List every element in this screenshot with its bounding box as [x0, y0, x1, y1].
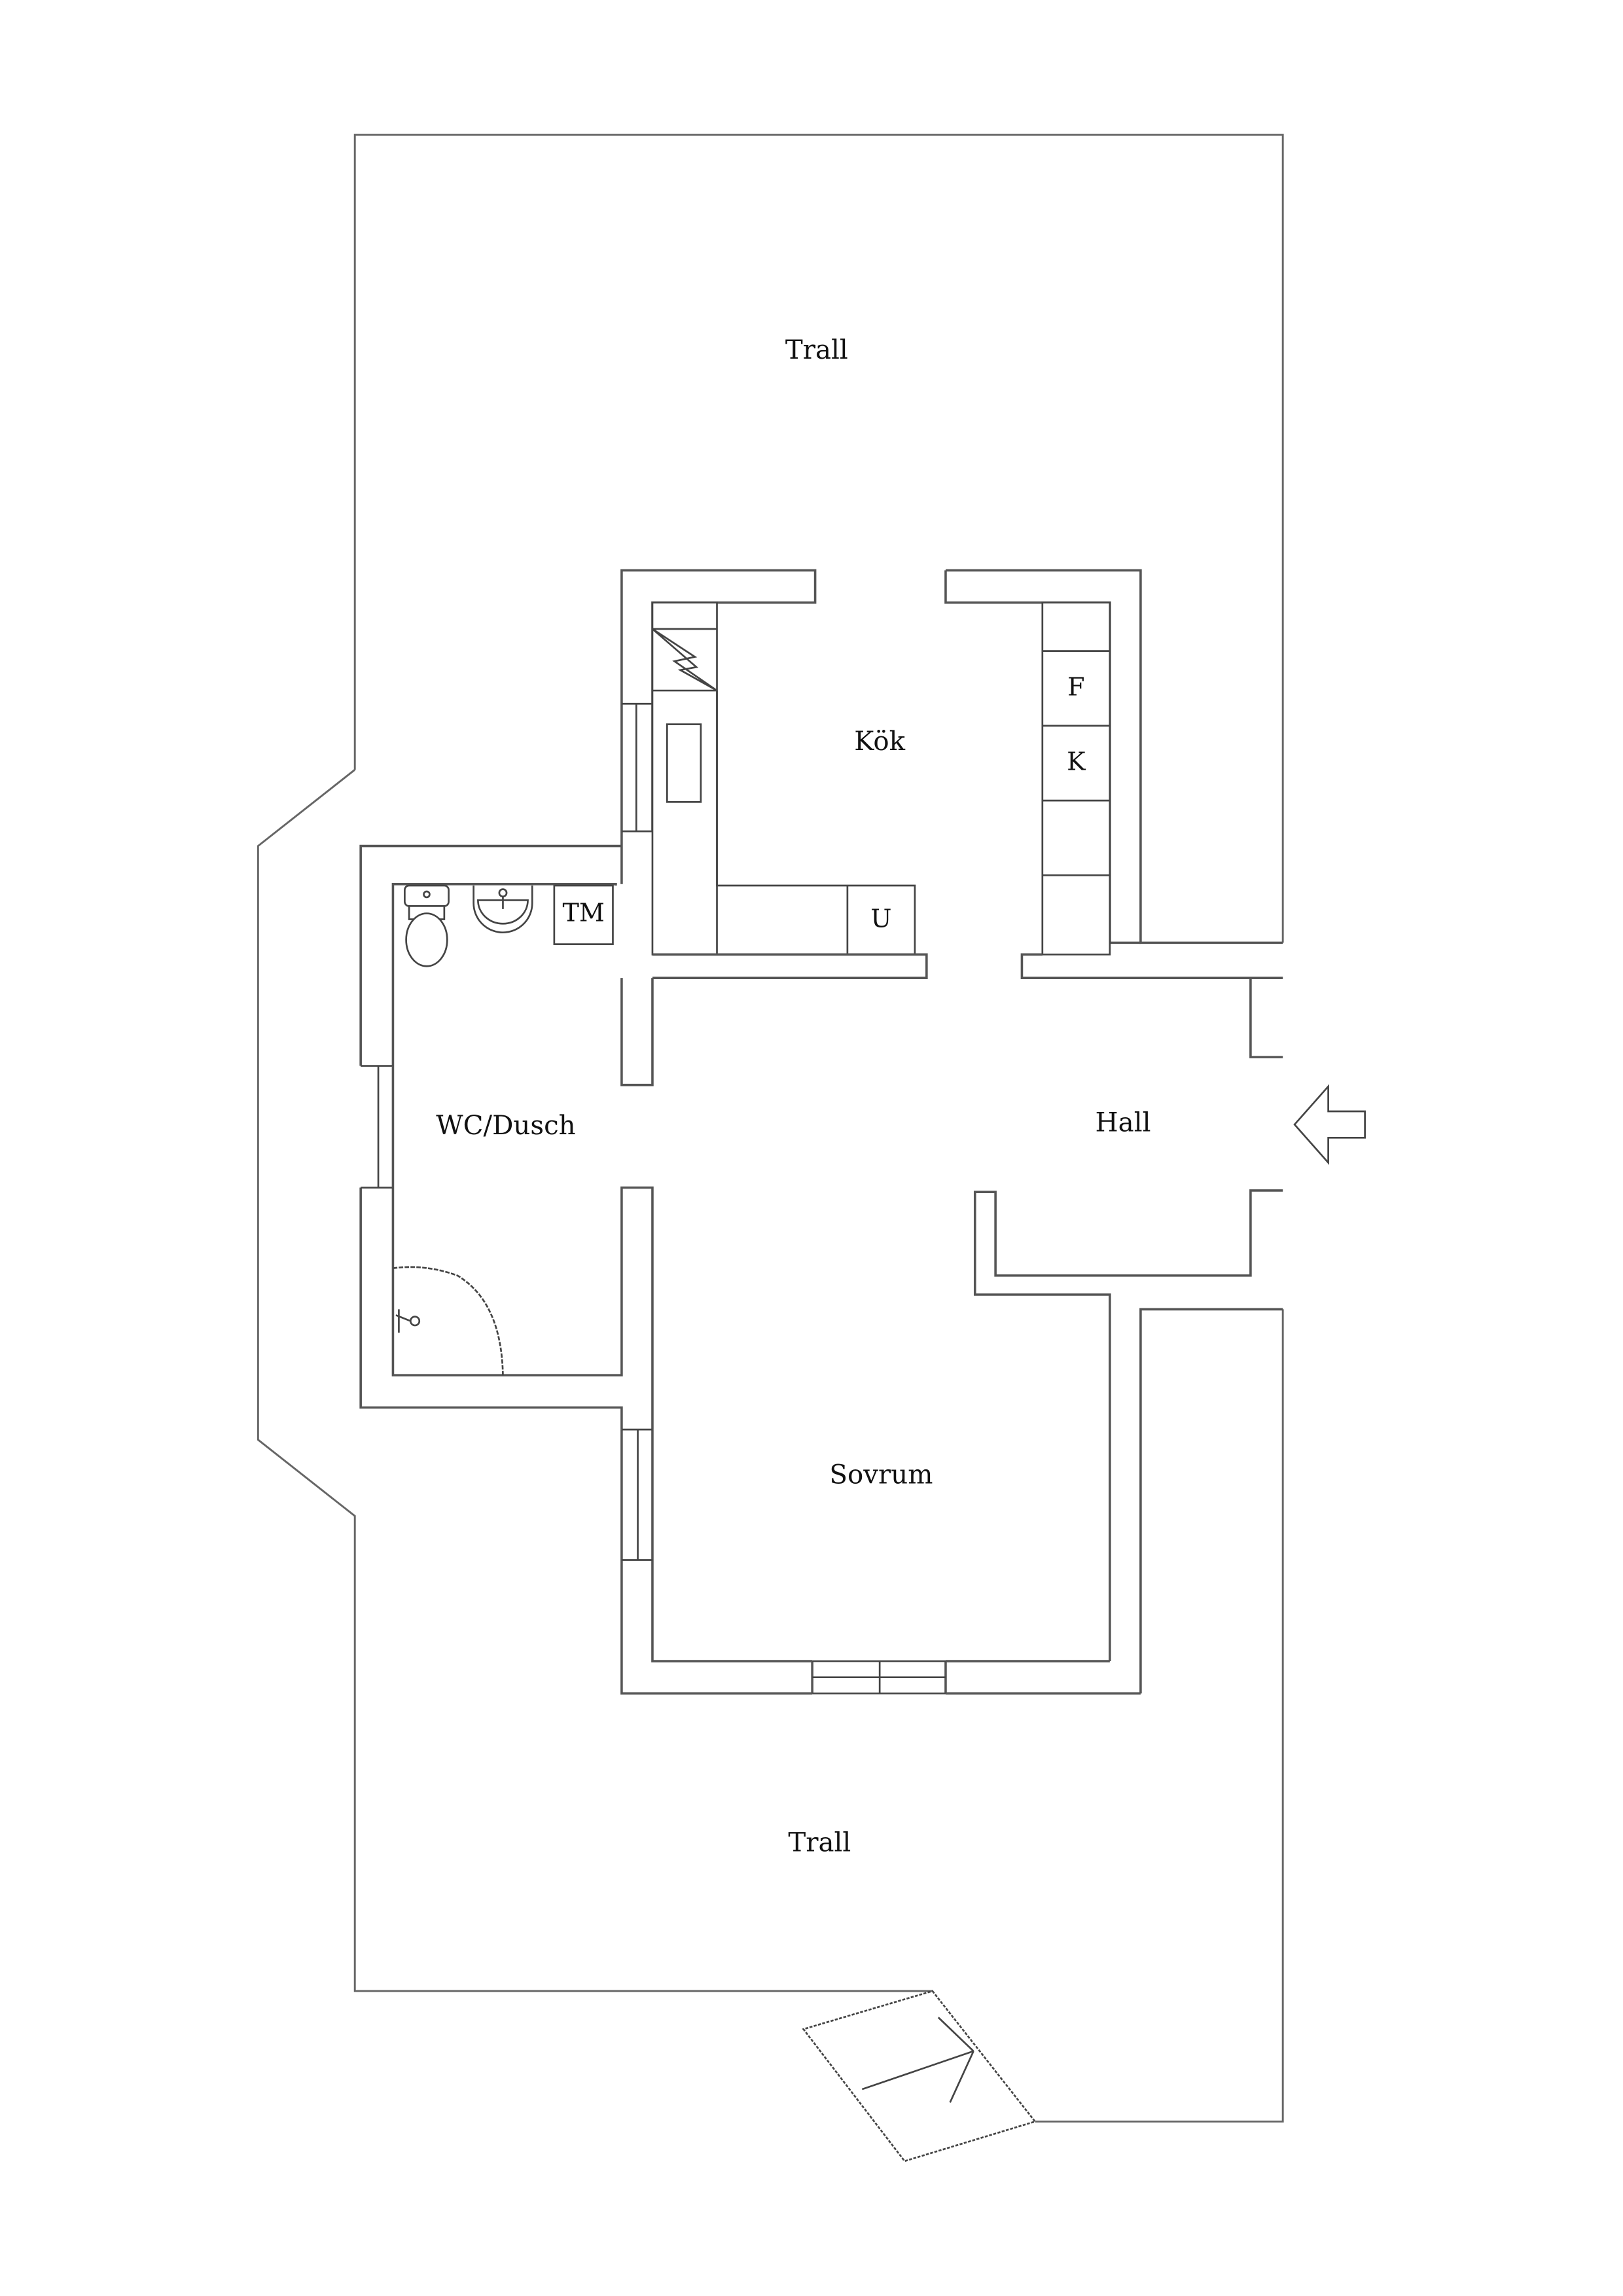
- bathroom-window: [361, 1065, 395, 1189]
- kitchen-counter-left: [651, 601, 718, 956]
- entrance-arrow-icon[interactable]: [1293, 1084, 1366, 1165]
- room-label-wc-dusch: WC/Dusch: [436, 1110, 575, 1141]
- washing-machine-label: TM: [562, 898, 604, 927]
- washing-machine: [553, 884, 614, 945]
- sink-icon: [473, 886, 533, 934]
- deck-outline: [257, 134, 1284, 2123]
- room-label-trall-top: Trall: [785, 334, 848, 365]
- kitchen-sink-icon: [666, 723, 702, 803]
- freezer-label: K: [1067, 747, 1086, 776]
- toilet-icon: [404, 884, 450, 967]
- bathroom-walls: [359, 844, 654, 1430]
- kitchen-cabinets-right: [1041, 601, 1111, 956]
- bedroom-window-bottom: [811, 1660, 947, 1695]
- room-label-trall-bottom: Trall: [788, 1827, 851, 1858]
- stair-arrow-icon: [802, 1990, 1037, 2162]
- kitchen-window: [621, 702, 654, 833]
- room-label-sovrum: Sovrum: [829, 1459, 933, 1490]
- kitchen-walls: [620, 569, 1283, 944]
- fridge-label: F: [1067, 672, 1084, 701]
- shower-icon: [393, 1266, 504, 1376]
- room-label-kok: Kök: [854, 726, 905, 757]
- interior-walls: [652, 953, 1283, 1694]
- bedroom-walls: [620, 1429, 1141, 1695]
- room-label-hall: Hall: [1096, 1107, 1151, 1138]
- bedroom-window-left: [621, 1428, 652, 1561]
- oven-label: U: [870, 904, 891, 933]
